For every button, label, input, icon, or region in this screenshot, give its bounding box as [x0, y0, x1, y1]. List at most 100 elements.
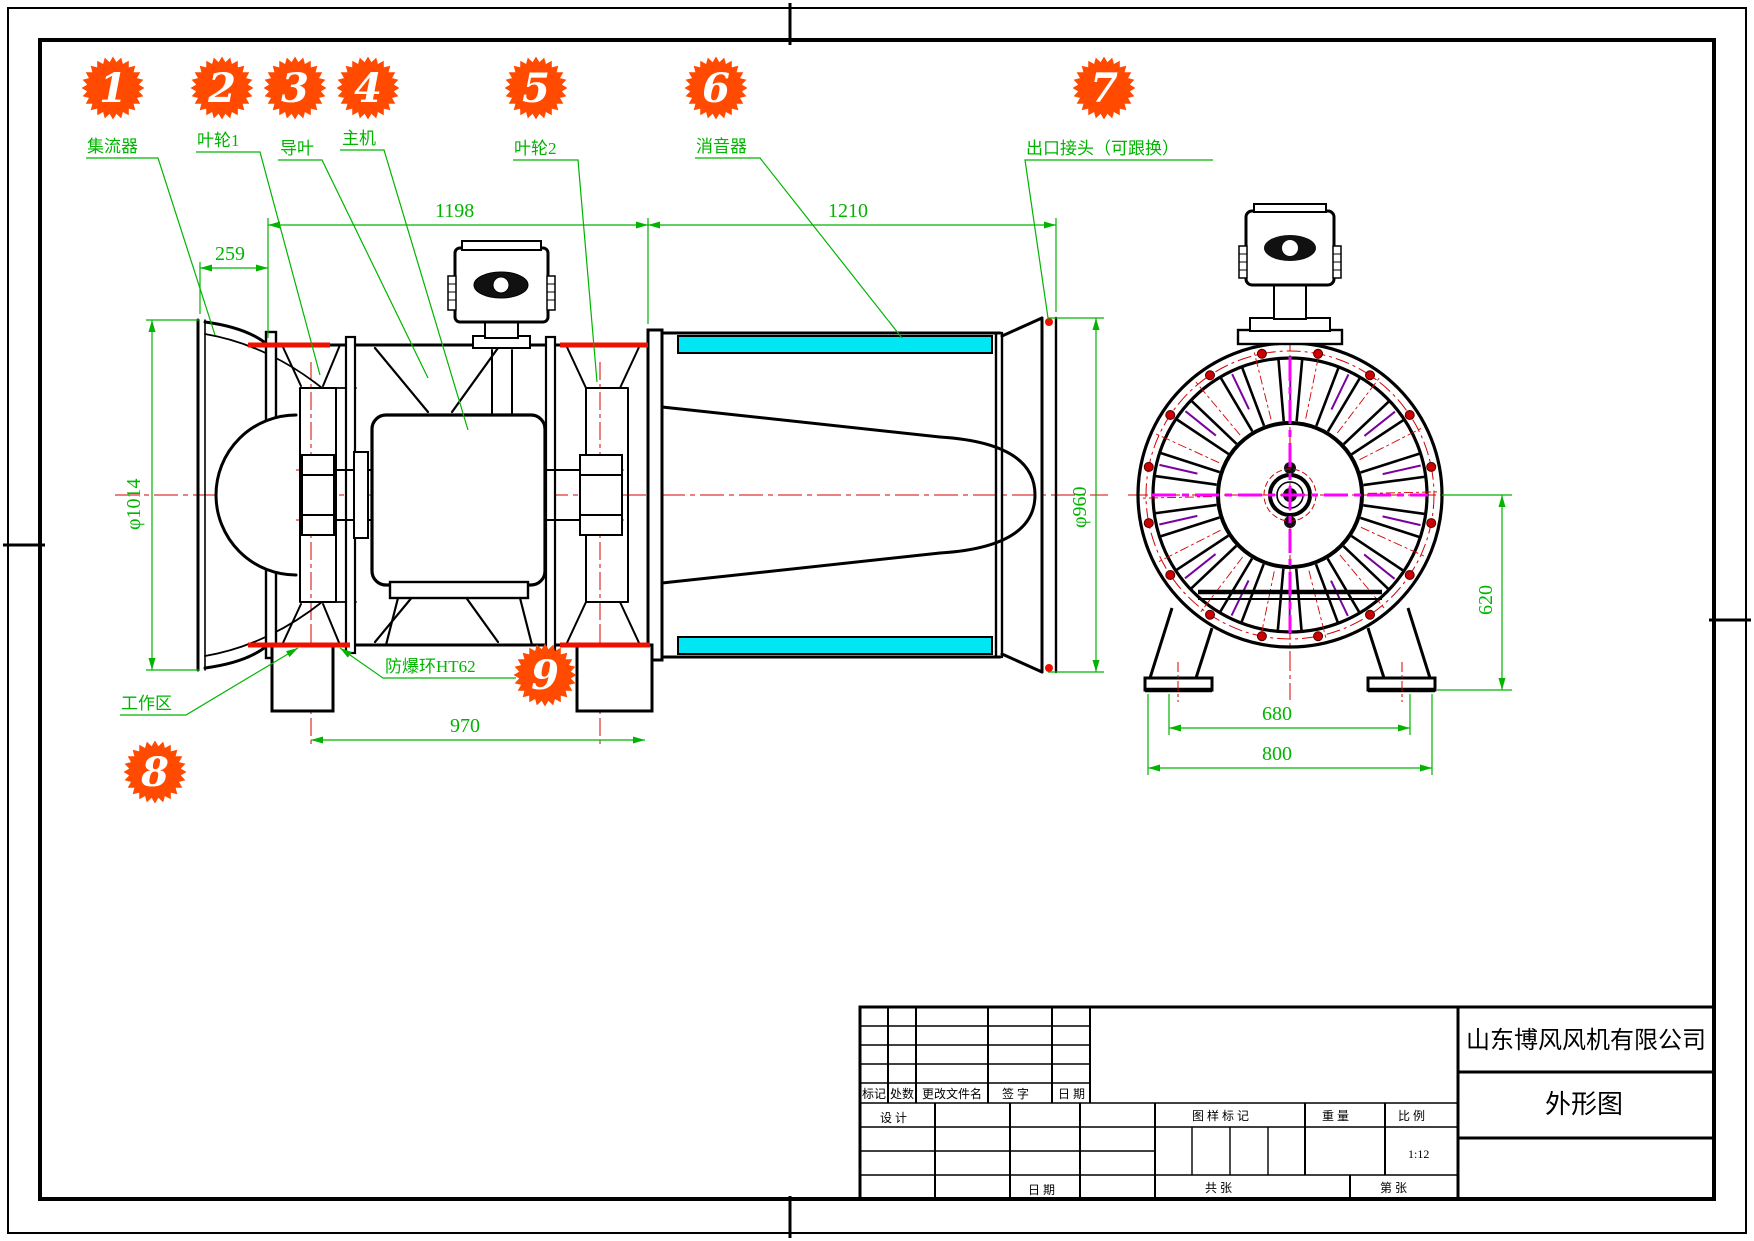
tb-mark: 标记: [862, 1087, 886, 1101]
tb-drawing-mark: 图 样 标 记: [1192, 1108, 1249, 1123]
silencer-liner-bottom: [677, 636, 993, 655]
callout-number: 6: [702, 65, 730, 112]
vane-line: [1240, 367, 1266, 427]
flange-bolt: [1204, 609, 1215, 620]
leader-main-unit: [340, 149, 469, 431]
vane-line: [1175, 534, 1229, 572]
front-vanes-and-bolts: [1143, 348, 1437, 642]
vane-line: [1326, 558, 1361, 613]
tb-date: 日 期: [1058, 1087, 1085, 1101]
label-collector: 集流器: [87, 137, 138, 156]
impeller-2: [544, 344, 641, 646]
label-outlet: 出口接头（可跟换）: [1026, 139, 1179, 158]
tb-company: 山东博风风机有限公司: [1466, 1027, 1706, 1054]
main-flange: [646, 328, 664, 662]
label-silencer: 消音器: [696, 137, 747, 156]
vane-line: [1160, 451, 1221, 474]
tb-drawing-title: 外形图: [1545, 1090, 1623, 1119]
vane-line: [1342, 545, 1390, 590]
vane-line: [1190, 400, 1238, 445]
callout-number: 9: [531, 652, 559, 699]
flange-bolt: [1143, 461, 1154, 472]
callout-number: 7: [1090, 65, 1118, 112]
part-labels: 集流器 叶轮1 导叶 主机 叶轮2 消音器 出口接头（可跟换） 工作区 防爆环H…: [87, 129, 1179, 713]
vane-line: [1219, 557, 1254, 613]
vane-line: [1363, 410, 1396, 437]
vane-line: [1330, 373, 1350, 410]
flange-bolt: [1313, 348, 1324, 359]
flange-bolt: [1165, 409, 1176, 420]
tb-date2: 日 期: [1028, 1183, 1055, 1197]
label-guide-vane: 导叶: [280, 139, 314, 158]
callout-badge-2: 2: [190, 56, 254, 120]
vane-line: [1143, 496, 1213, 499]
vane-line: [1326, 377, 1361, 433]
flange-bolt: [1143, 518, 1154, 529]
vane-line: [1350, 534, 1404, 572]
motor-body: [370, 413, 547, 587]
tb-sheets-total: 共 张: [1205, 1181, 1232, 1195]
terminal-box-side: [447, 240, 556, 416]
tb-weight: 重 量: [1322, 1109, 1349, 1123]
dim-680: 680: [1262, 703, 1292, 725]
tail-cone: [660, 405, 1037, 585]
callout-badge-6: 6: [684, 56, 748, 120]
leader-impeller1: [196, 151, 321, 376]
dim-1210: 1210: [828, 200, 868, 222]
tb-signature: 签 字: [1002, 1086, 1029, 1101]
vane-line: [1200, 556, 1244, 613]
vane-line: [1367, 491, 1437, 494]
callout-badge-1: 1: [81, 56, 145, 120]
front-feet: [1143, 607, 1437, 702]
vane-line: [1159, 514, 1198, 526]
tb-sheet-no: 第 张: [1380, 1181, 1407, 1195]
vane-line: [1253, 352, 1272, 420]
tb-count: 处数: [890, 1086, 914, 1101]
label-main-unit: 主机: [342, 129, 376, 148]
leader-outlet: [1024, 159, 1213, 319]
callout-badge-7: 7: [1072, 56, 1136, 120]
leader-collector: [86, 157, 216, 336]
vane-line: [1184, 553, 1217, 580]
outlet-connector: [1000, 316, 1058, 674]
silencer: [660, 331, 1004, 659]
vane-line: [1277, 359, 1286, 422]
flange-bolt: [1365, 609, 1376, 620]
dim-800: 800: [1262, 743, 1292, 765]
callout-number: 2: [207, 65, 236, 112]
dim-phi960: φ960: [1069, 486, 1091, 528]
label-impeller2: 叶轮2: [514, 139, 557, 158]
dim-620: 620: [1475, 585, 1497, 615]
callout-badge-4: 4: [336, 56, 400, 120]
label-ex-ring: 防爆环HT62: [385, 657, 476, 676]
vane-line: [1219, 377, 1254, 432]
flange-bolt: [1204, 370, 1215, 381]
centering-marks: [3, 3, 1751, 1238]
flange-bolt: [1404, 409, 1415, 420]
callout-number: 1: [99, 65, 127, 112]
flange-bolt: [1426, 518, 1437, 529]
vane-line: [1363, 553, 1396, 580]
callout-number: 4: [354, 65, 382, 112]
leader-impeller2: [513, 159, 598, 383]
callout-badge-8: 8: [123, 740, 187, 804]
foot-right: [575, 643, 654, 713]
label-work-area: 工作区: [121, 694, 172, 713]
tb-scale-value: 1:12: [1408, 1147, 1429, 1161]
dim-970: 970: [450, 715, 480, 737]
vane-line: [1336, 377, 1380, 434]
dim-259: 259: [215, 243, 245, 265]
flange-bolt: [1313, 631, 1324, 642]
leader-work-area: [120, 647, 299, 716]
callout-badge-3: 3: [263, 56, 327, 120]
vane-line: [1176, 418, 1230, 456]
vane-line: [1308, 570, 1327, 638]
vane-line: [1156, 433, 1220, 464]
front-view: [1136, 203, 1444, 702]
vane-line: [1342, 400, 1390, 446]
stage-flange-2: [544, 335, 557, 655]
bolt-circle: [1145, 350, 1435, 640]
motor-support: [384, 596, 534, 647]
vane-line: [1155, 503, 1217, 515]
